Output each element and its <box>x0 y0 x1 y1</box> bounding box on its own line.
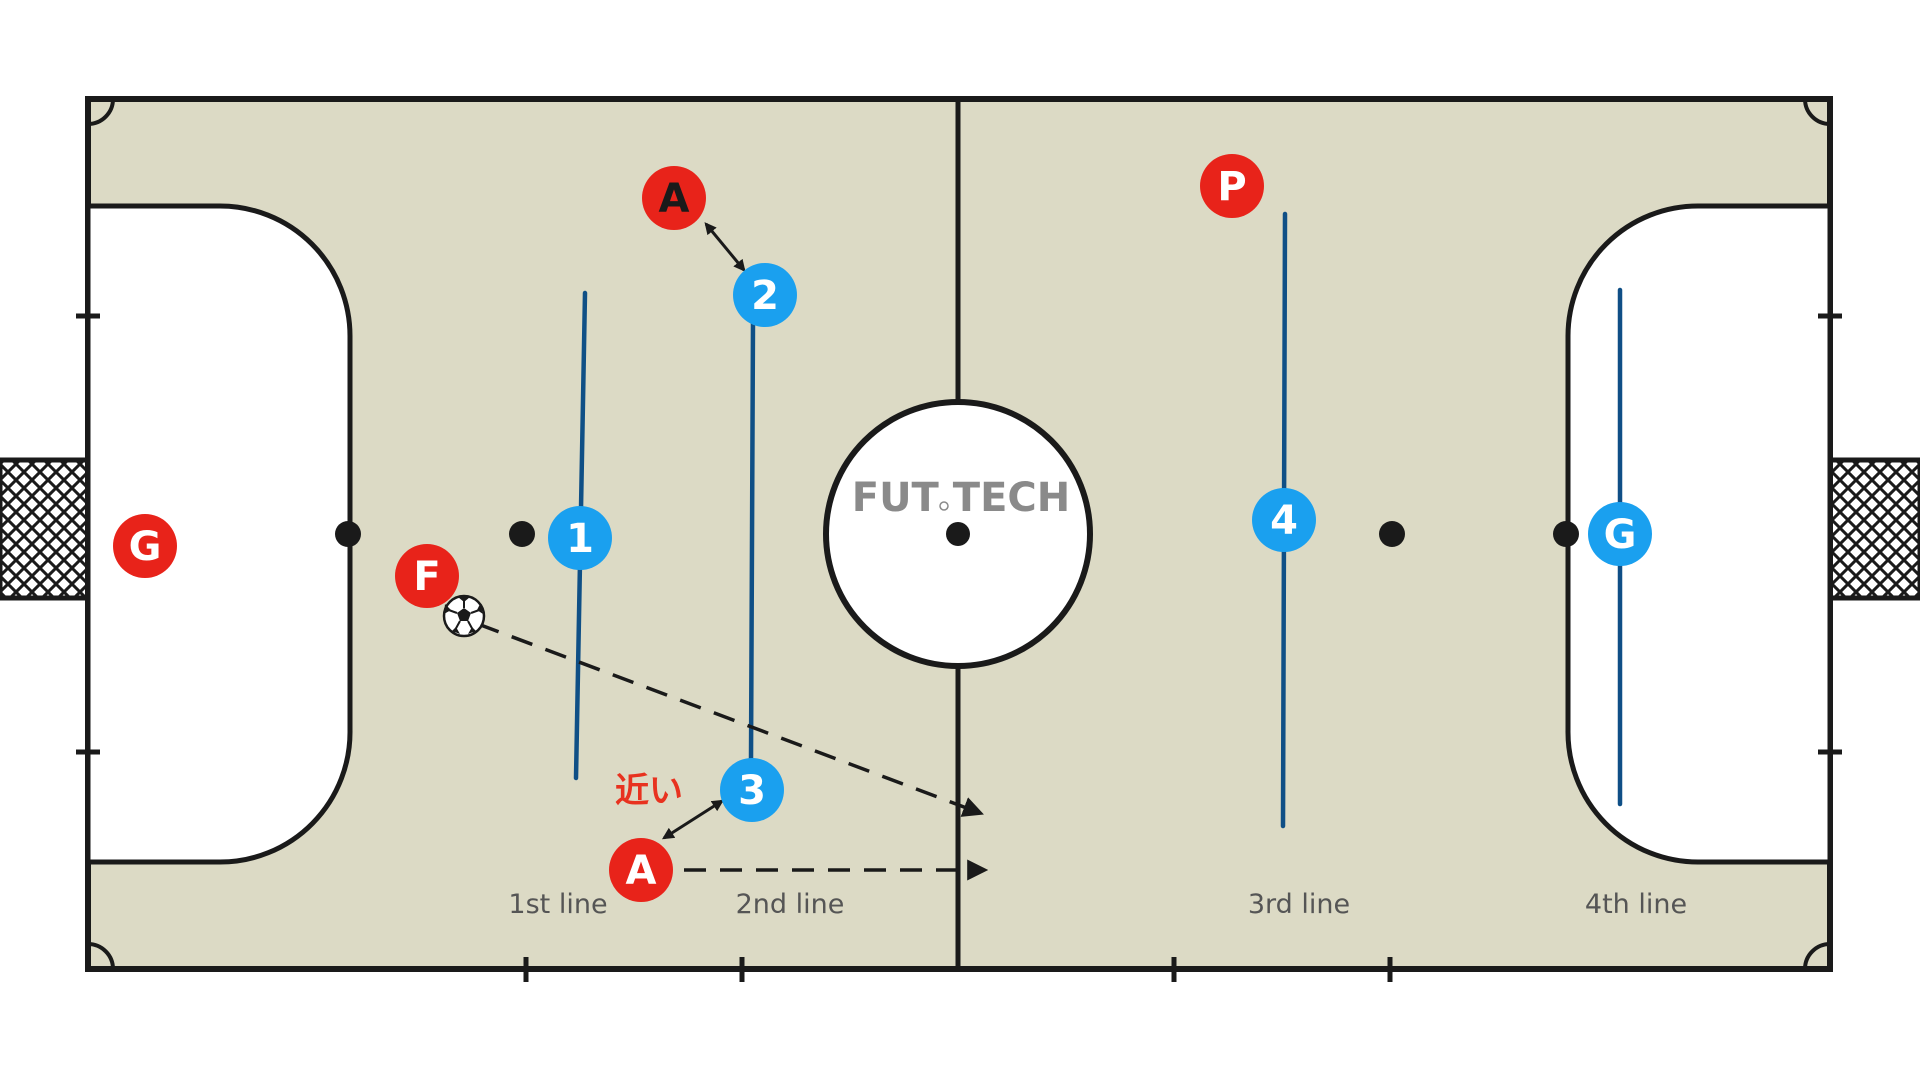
soccer-ball-icon <box>442 594 486 638</box>
player-defender-1: 1 <box>548 506 612 570</box>
second-defensive-line <box>748 317 756 763</box>
svg-text:1: 1 <box>566 516 594 562</box>
svg-text:2: 2 <box>751 273 779 319</box>
close-annotation: 近い <box>615 771 683 811</box>
svg-text:G: G <box>1604 512 1637 558</box>
svg-text:G: G <box>129 524 162 570</box>
player-goalkeeper-defense: G <box>1588 502 1652 566</box>
svg-text:A: A <box>626 848 657 894</box>
corner-arc-bottom-left <box>87 942 115 970</box>
svg-text:3: 3 <box>738 768 766 814</box>
svg-text:A: A <box>659 176 690 222</box>
player-defender-2: 2 <box>733 263 797 327</box>
left-second-penalty-spot <box>509 521 535 547</box>
corner-arc-top-right <box>1803 98 1831 126</box>
brand-ball-icon <box>939 501 949 511</box>
pass-arrow-diagonal <box>477 622 984 817</box>
line-label-first: 1st line <box>508 889 607 920</box>
player-ala-bottom: A <box>609 838 673 902</box>
player-ala-top: A <box>642 166 706 230</box>
svg-text:4: 4 <box>1270 498 1298 544</box>
right-goal-net <box>1827 457 1920 601</box>
corner-arc-top-left <box>87 98 115 126</box>
svg-text:P: P <box>1217 164 1246 210</box>
center-spot <box>946 522 970 546</box>
right-penalty-area <box>1565 203 1833 865</box>
player-goalkeeper-attack: G <box>113 514 177 578</box>
left-goal-net <box>0 457 91 601</box>
svg-text:F: F <box>413 554 440 600</box>
player-pivot: P <box>1200 154 1264 218</box>
left-penalty-spot <box>335 521 361 547</box>
corner-arc-bottom-right <box>1803 942 1831 970</box>
player-defender-4: 4 <box>1252 488 1316 552</box>
boundary-ticks <box>76 313 1842 982</box>
distance-arrow-top <box>704 222 746 272</box>
line-label-third: 3rd line <box>1248 889 1350 920</box>
right-second-penalty-spot <box>1379 521 1405 547</box>
player-defender-3: 3 <box>720 758 784 822</box>
distance-arrow-bottom <box>661 799 725 840</box>
line-label-fourth: 4th line <box>1585 889 1687 920</box>
brand-watermark: FUT TECH <box>852 475 1070 521</box>
player-fixo: F <box>395 544 459 608</box>
line-label-second: 2nd line <box>736 889 845 920</box>
right-penalty-spot <box>1553 521 1579 547</box>
left-penalty-area <box>85 203 353 865</box>
